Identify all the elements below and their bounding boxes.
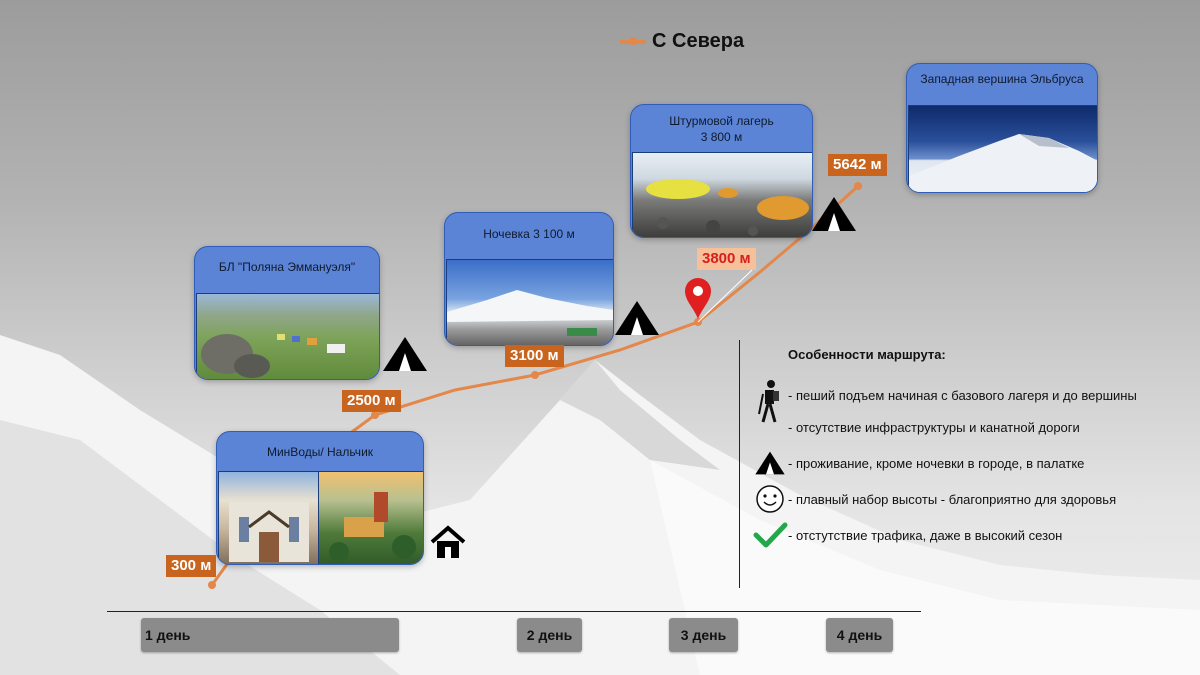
photo-nochevka-slope bbox=[446, 259, 613, 345]
card-polyana-title: БЛ "Поляна Эммануэля" bbox=[218, 260, 356, 274]
altitude-label-2500: 2500 м bbox=[342, 390, 401, 412]
features-title: Особенности маршрута: bbox=[788, 347, 946, 362]
feature-item-hiking: - пеший подъем начиная с базового лагеря… bbox=[752, 380, 1137, 423]
feature-item-no-infra: - отсутствие инфраструктуры и канатной д… bbox=[752, 412, 1080, 442]
hiker-icon bbox=[752, 380, 788, 423]
features-divider bbox=[739, 340, 740, 588]
marker-leader-line bbox=[697, 269, 753, 323]
feature-text-no-traffic: - отстутствие трафика, даже в высокий се… bbox=[788, 527, 1063, 543]
feature-item-tent: - проживание, кроме ночевки в городе, в … bbox=[752, 448, 1084, 478]
route-point-1 bbox=[208, 581, 216, 589]
location-pin-icon bbox=[685, 278, 711, 319]
card-summit: Западная вершина Эльбруса bbox=[906, 63, 1098, 193]
photo-minvody-building bbox=[218, 471, 319, 564]
house-icon bbox=[430, 525, 466, 558]
card-minvody: МинВоды/ Нальчик bbox=[216, 431, 424, 565]
route-point-3 bbox=[531, 371, 539, 379]
feature-item-no-traffic: - отстутствие трафика, даже в высокий се… bbox=[752, 520, 1062, 550]
photo-summit bbox=[908, 105, 1097, 192]
photo-nalchik-park bbox=[318, 471, 423, 564]
card-shturmovoy: Штурмовой лагерь 3 800 м bbox=[630, 104, 813, 238]
feature-text-tent: - проживание, кроме ночевки в городе, в … bbox=[788, 455, 1085, 471]
smiley-icon bbox=[752, 484, 788, 514]
legend-label: С Севера bbox=[652, 30, 745, 52]
card-shturmovoy-line2: 3 800 м bbox=[700, 130, 743, 144]
photo-shturmovoy-camp bbox=[632, 152, 812, 237]
card-summit-title: Западная вершина Эльбруса bbox=[920, 72, 1084, 86]
photo-polyana-camp bbox=[196, 293, 379, 379]
card-shturmovoy-title: Штурмовой лагерь 3 800 м bbox=[631, 113, 812, 145]
route-point-2 bbox=[371, 411, 379, 419]
tent-icon bbox=[383, 337, 427, 371]
altitude-label-3800: 3800 м bbox=[697, 248, 756, 270]
feature-text-no-infra: - отсутствие инфраструктуры и канатной д… bbox=[788, 419, 1080, 435]
card-polyana: БЛ "Поляна Эммануэля" bbox=[194, 246, 380, 380]
altitude-label-5642: 5642 м bbox=[828, 154, 887, 176]
timeline-axis bbox=[107, 611, 921, 612]
day-label-4: 4 день bbox=[826, 618, 893, 652]
tent-icon bbox=[752, 448, 788, 478]
feature-text-hiking: - пеший подъем начиная с базового лагеря… bbox=[788, 387, 1137, 403]
day-label-3: 3 день bbox=[669, 618, 738, 652]
legend-line-swatch bbox=[620, 36, 646, 45]
tent-icon bbox=[615, 301, 659, 335]
checkmark-icon bbox=[752, 520, 788, 550]
card-shturmovoy-line1: Штурмовой лагерь bbox=[669, 114, 774, 128]
day-label-2: 2 день bbox=[517, 618, 582, 652]
altitude-label-300: 300 м bbox=[166, 555, 217, 577]
feature-text-smile: - плавный набор высоты - благоприятно дл… bbox=[788, 491, 1117, 507]
card-nochevka-title: Ночевка 3 100 м bbox=[483, 227, 575, 241]
card-minvody-title: МинВоды/ Нальчик bbox=[266, 445, 374, 459]
day-label-1: 1 день bbox=[141, 618, 399, 652]
route-point-5 bbox=[854, 182, 862, 190]
tent-icon bbox=[812, 197, 856, 231]
card-nochevka: Ночевка 3 100 м bbox=[444, 212, 614, 346]
legend: С Севера bbox=[620, 30, 744, 53]
altitude-label-3100: 3100 м bbox=[505, 345, 564, 367]
feature-item-smile: - плавный набор высоты - благоприятно дл… bbox=[752, 484, 1116, 514]
